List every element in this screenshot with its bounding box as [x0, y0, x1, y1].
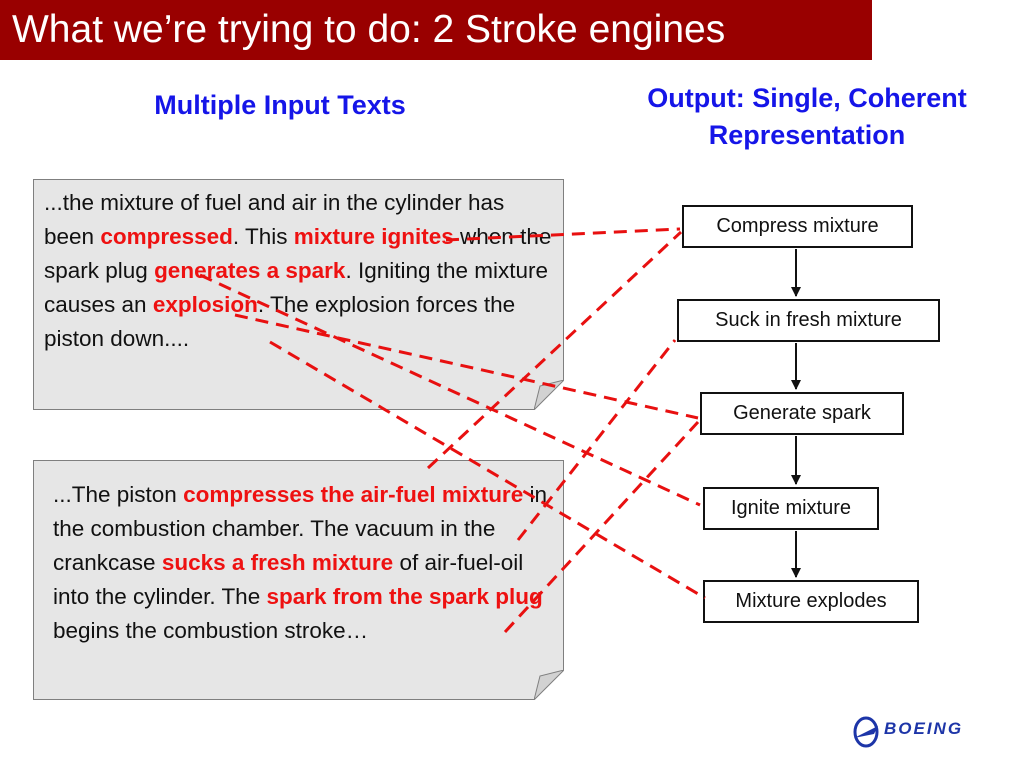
text-segment: begins the combustion stroke… [53, 618, 369, 643]
input-text-box-2: ...The piston compresses the air-fuel mi… [33, 460, 564, 700]
highlight-generates-spark: generates a spark [154, 258, 346, 283]
output-heading: Output: Single, Coherent Representation [647, 83, 967, 150]
title-bar: What we’re trying to do: 2 Stroke engine… [0, 0, 872, 60]
input-text-2: ...The piston compresses the air-fuel mi… [53, 478, 558, 648]
input-text-box-1: ...the mixture of fuel and air in the cy… [33, 179, 564, 410]
text-segment: . This [232, 224, 294, 249]
text-segment: ...The piston [53, 482, 184, 507]
highlight-compressed: compressed [100, 224, 233, 249]
highlight-spark-plug: spark from the spark plug [266, 584, 543, 609]
highlight-compresses: compresses the air-fuel mixture [183, 482, 524, 507]
folded-corner-icon [534, 670, 564, 700]
folded-corner-icon [534, 380, 564, 410]
flow-step-suck: Suck in fresh mixture [677, 299, 940, 342]
text-segment: ...the mixture of fuel and air in the cy… [44, 190, 505, 249]
input-heading: Multiple Input Texts [154, 90, 406, 120]
slide-title: What we’re trying to do: 2 Stroke engine… [12, 8, 726, 51]
boeing-logo-icon [853, 716, 879, 748]
flow-step-compress: Compress mixture [682, 205, 913, 248]
boeing-logo: BOEING [852, 712, 1012, 752]
flow-step-explode: Mixture explodes [703, 580, 919, 623]
highlight-sucks-fresh-mixture: sucks a fresh mixture [161, 550, 394, 575]
highlight-explosion: explosion [152, 292, 258, 317]
input-text-1: ...the mixture of fuel and air in the cy… [44, 186, 559, 356]
boeing-logo-text: BOEING [884, 719, 964, 738]
flow-step-ignite: Ignite mixture [703, 487, 879, 530]
flow-step-spark: Generate spark [700, 392, 904, 435]
highlight-mixture-ignites: mixture ignites [293, 224, 454, 249]
